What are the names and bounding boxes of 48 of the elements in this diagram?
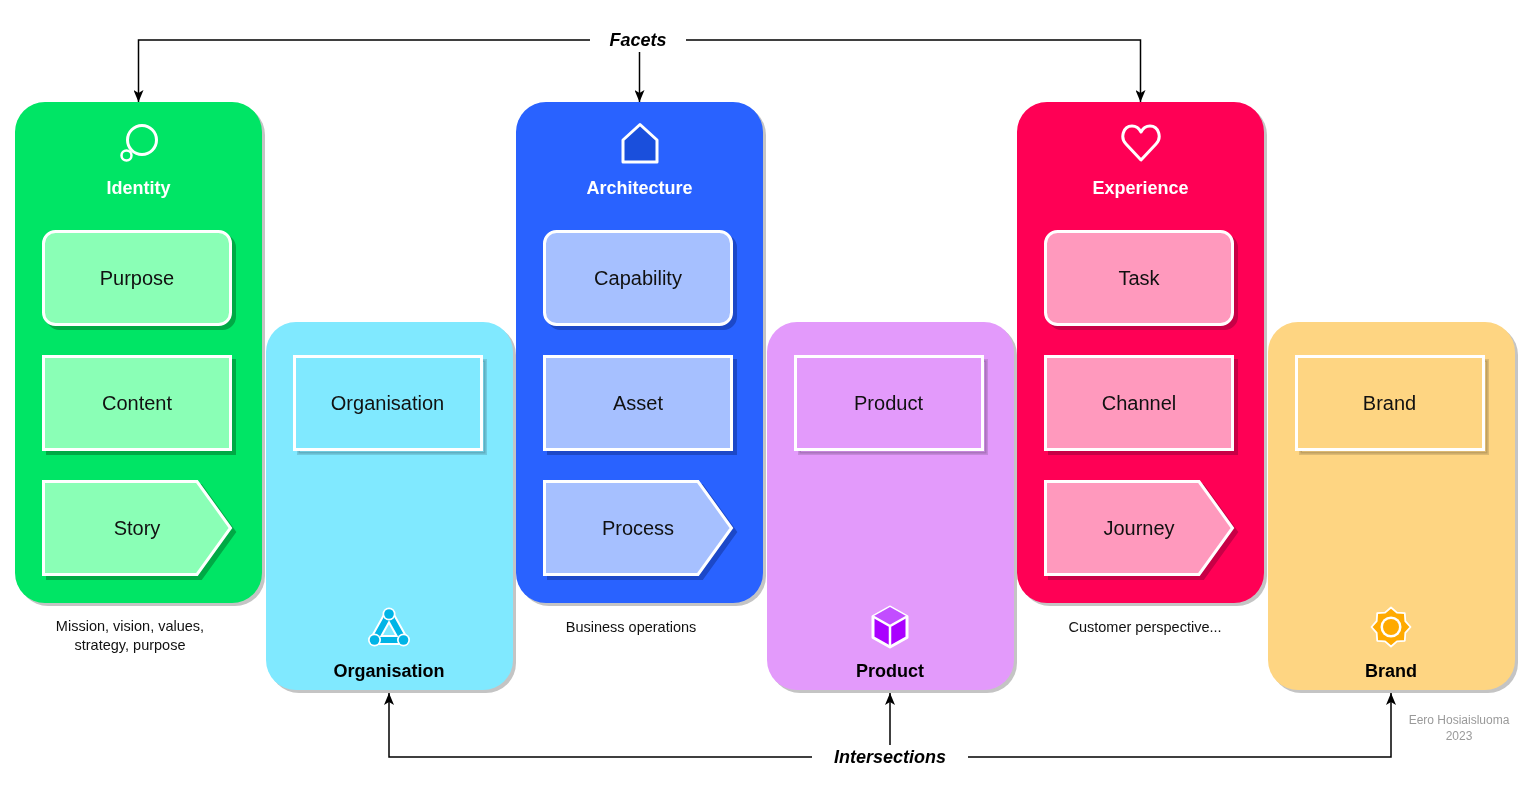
box-label: Story xyxy=(113,516,161,540)
chevron-box xyxy=(543,480,737,580)
panel-title: Brand xyxy=(1365,661,1417,683)
category-panel xyxy=(15,102,265,606)
square-box xyxy=(793,355,988,455)
box-label: Purpose xyxy=(99,266,175,290)
arrow xyxy=(967,692,1396,758)
panel-title: Experience xyxy=(1092,178,1189,200)
panel-title: Identity xyxy=(106,178,171,200)
category-panel xyxy=(516,102,766,606)
panel-caption: Mission, vision, values, strategy, purpose xyxy=(54,617,206,655)
box-label: Journey xyxy=(1103,516,1175,540)
rounded-box xyxy=(42,230,236,330)
box-label: Brand xyxy=(1362,391,1417,415)
category-panel xyxy=(766,322,1017,693)
panel-title: Architecture xyxy=(586,178,693,200)
box-label: Content xyxy=(101,391,173,415)
box-label: Asset xyxy=(613,391,663,415)
panel-title: Product xyxy=(856,661,924,683)
flow-label: Intersections xyxy=(812,745,968,769)
category-panel xyxy=(1017,102,1267,606)
chevron-box xyxy=(1044,480,1238,580)
rounded-box xyxy=(543,230,737,330)
category-panel xyxy=(265,322,516,693)
panel-caption: Customer perspective... xyxy=(1068,618,1222,637)
box-label: Task xyxy=(1118,266,1160,290)
flow-label: Facets xyxy=(590,28,686,52)
chevron-box xyxy=(42,480,236,580)
square-box xyxy=(42,355,236,455)
credit-text: Eero Hosiaisluoma 2023 xyxy=(1407,712,1511,744)
category-panel xyxy=(1267,322,1518,693)
box-label: Process xyxy=(601,516,675,540)
arrow xyxy=(634,51,645,103)
box-label: Organisation xyxy=(330,391,445,415)
panel-caption: Business operations xyxy=(565,618,697,637)
box-label: Capability xyxy=(594,266,682,290)
square-box xyxy=(1294,355,1489,455)
rounded-box xyxy=(1044,230,1238,330)
square-box xyxy=(292,355,487,455)
square-box xyxy=(543,355,737,455)
arrow xyxy=(384,692,813,758)
panel-title: Organisation xyxy=(333,661,445,683)
arrow xyxy=(885,692,895,746)
arrow xyxy=(685,39,1146,103)
box-label: Channel xyxy=(1101,391,1177,415)
square-box xyxy=(1044,355,1238,455)
box-label: Product xyxy=(854,391,923,415)
arrow xyxy=(133,39,591,103)
